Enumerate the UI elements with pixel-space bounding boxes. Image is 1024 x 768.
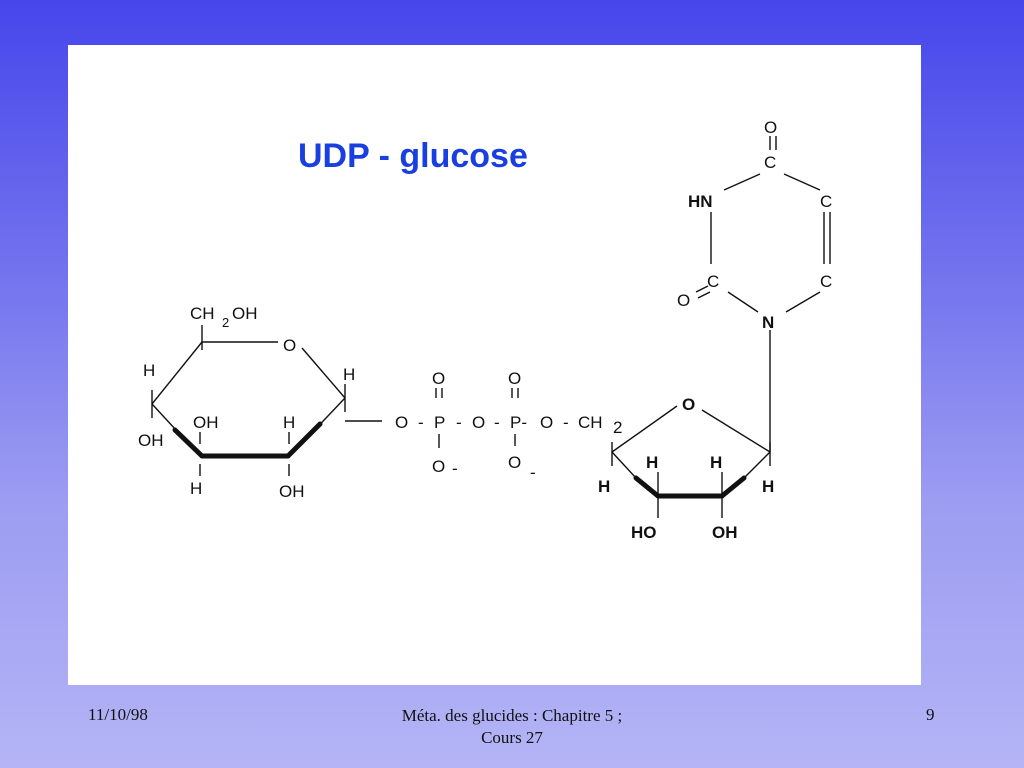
ch2oh-carbon-label: CH [190, 304, 215, 323]
glucose-h-inner: H [283, 413, 295, 432]
bridge-oxygen-2: O [472, 413, 485, 432]
glucose-ring-oxygen: O [283, 336, 296, 355]
bridge-ch2-subscript: 2 [613, 418, 622, 437]
bridge-dash-3: - [494, 413, 500, 432]
ribose-h-c4: H [646, 453, 658, 472]
uracil-n3-h: HN [688, 192, 713, 211]
footer-date: 11/10/98 [88, 705, 148, 724]
glucose-oh-inner: OH [193, 413, 219, 432]
glucose-ring [151, 325, 382, 476]
uracil-c5: C [820, 192, 832, 211]
glucose-oh-bottom: OH [279, 482, 305, 501]
bridge-dash-2: - [456, 413, 462, 432]
phosphate-2-oxo: O [508, 369, 521, 388]
bridge-dash-4: - [563, 413, 569, 432]
ch2oh-subscript: 2 [222, 315, 229, 330]
ribose-h-c3: H [710, 453, 722, 472]
uracil-c2-oxygen: O [677, 291, 690, 310]
ch2oh-hydroxyl-label: OH [232, 304, 258, 323]
bridge-oxygen-1: O [395, 413, 408, 432]
phosphate-1-oxide: O [432, 457, 445, 476]
uracil-ring [695, 136, 831, 313]
phosphate-2-charge: - [530, 463, 536, 482]
glucose-h-right: H [343, 365, 355, 384]
uracil-c2: C [707, 272, 719, 291]
glucose-h-left-top: H [143, 361, 155, 380]
ribose-ring [611, 330, 771, 518]
footer-page-number: 9 [926, 705, 935, 724]
ribose-h-right: H [762, 477, 774, 496]
slide-panel [68, 45, 921, 685]
phosphate-1-oxo: O [432, 369, 445, 388]
uracil-c4-oxygen: O [764, 118, 777, 137]
glucose-h-bottom: H [190, 479, 202, 498]
slide-title: UDP - glucose [298, 137, 528, 175]
footer-title: Méta. des glucides : Chapitre 5 ; Cours … [330, 705, 694, 749]
ribose-ring-oxygen: O [682, 395, 695, 414]
ribose-h-left: H [598, 477, 610, 496]
bridge-ch2-label: CH [578, 413, 603, 432]
bridge-dash-1: - [418, 413, 424, 432]
ribose-oh-right: OH [712, 523, 738, 542]
ribose-ho-left: HO [631, 523, 657, 542]
footer-title-line-2: Cours 27 [481, 728, 543, 747]
phosphate-1-charge: - [452, 459, 458, 478]
phosphorus-2: P- [510, 413, 527, 432]
phosphorus-1: P [434, 413, 445, 432]
uracil-c4: C [764, 153, 776, 172]
phosphate-bonds [435, 388, 519, 448]
uracil-c6: C [820, 272, 832, 291]
phosphate-2-oxide: O [508, 453, 521, 472]
glucose-oh-left: OH [138, 431, 164, 450]
footer-title-line-1: Méta. des glucides : Chapitre 5 ; [401, 706, 623, 725]
bridge-oxygen-3: O [540, 413, 553, 432]
uracil-n1: N [762, 313, 774, 332]
